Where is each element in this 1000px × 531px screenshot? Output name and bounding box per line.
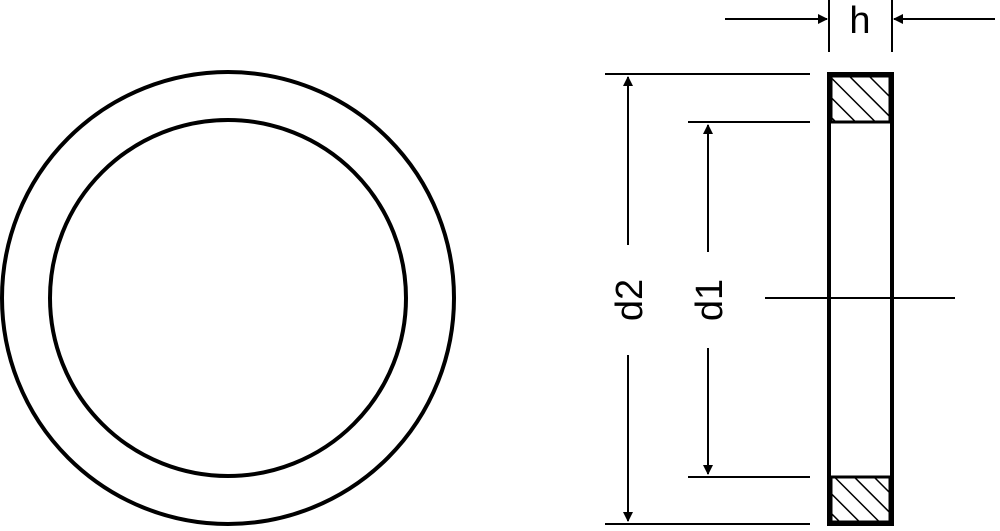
- h-label: h: [849, 0, 870, 42]
- bottom-section-hatch: [829, 475, 892, 524]
- outer-circle: [0, 70, 456, 526]
- dimension-h: h: [725, 0, 995, 52]
- washer-side-view: [765, 72, 955, 526]
- d1-label: d1: [689, 279, 731, 321]
- inner-circle: [48, 118, 408, 478]
- dimension-d1: d1: [688, 121, 810, 478]
- top-section-hatch: [829, 74, 892, 124]
- d2-label: d2: [609, 279, 651, 321]
- washer-front-view: [0, 70, 456, 526]
- dimension-d2: d2: [605, 73, 810, 525]
